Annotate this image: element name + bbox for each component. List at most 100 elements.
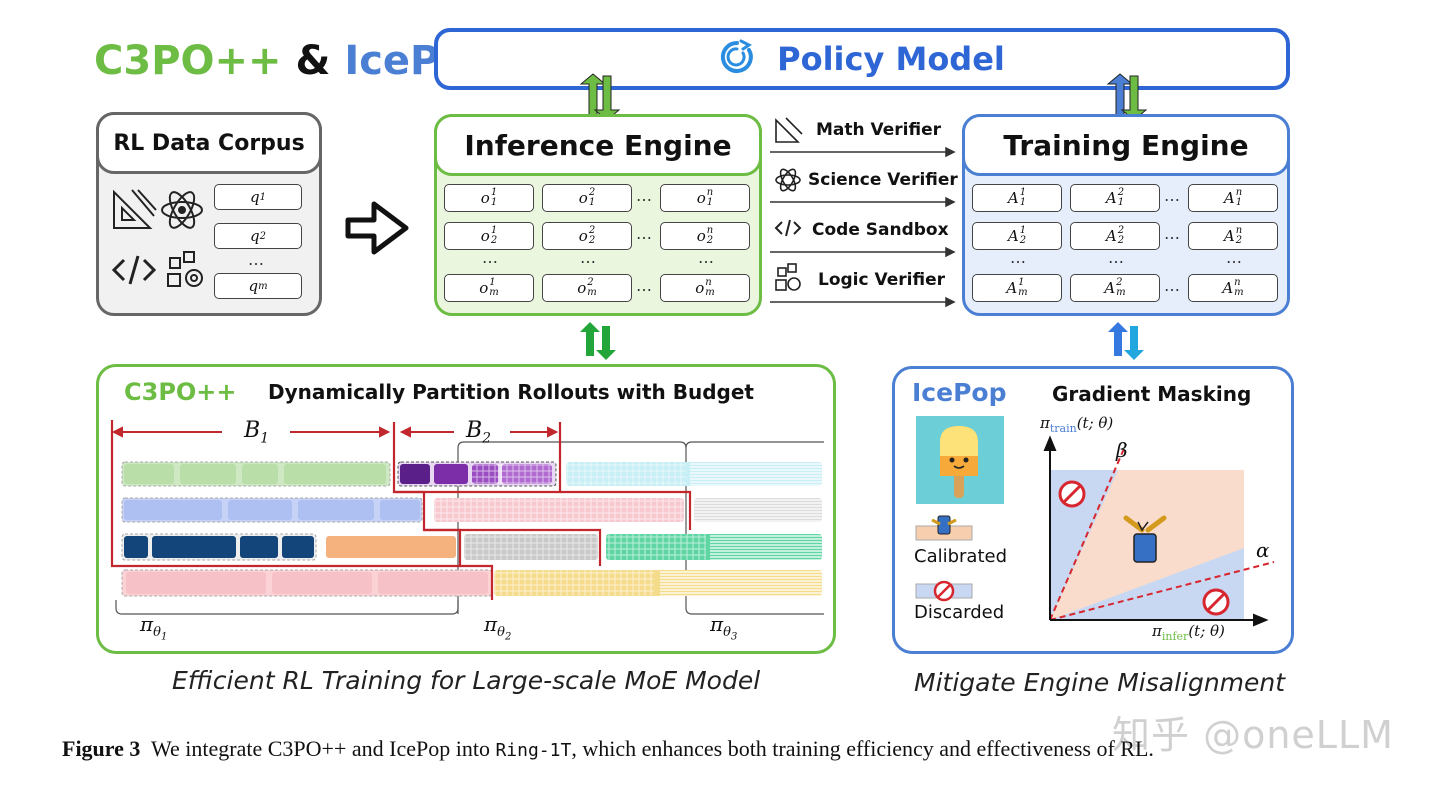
watermark: 知乎 @oneLLM [1112,713,1394,757]
inference-row-ellipsis: … [636,224,652,243]
atom-icon [161,191,203,229]
training-col-ellipsis: … [1010,248,1026,267]
icepop-caption: Mitigate Engine Misalignment [914,668,1286,697]
budget-b2-label: B2 [466,418,492,447]
title-amp: & [295,38,331,84]
verifier-math-icon [775,117,803,143]
verifier-math: Math Verifier [816,120,942,140]
discard-icon-bottom [1202,588,1230,616]
math-icon [113,189,157,229]
figure-caption: Figure 3 We integrate C3PO++ and IcePop … [62,736,1154,762]
training-row-ellipsis: … [1164,186,1180,205]
popsicle-icon [916,416,1004,504]
c3po-panel-title: Dynamically Partition Rollouts with Budg… [268,380,754,404]
policy-theta1-label: πθ1 [140,612,168,643]
corpus-dots: … [248,250,264,269]
training-row-ellipsis: … [1164,224,1180,243]
figure-caption-label: Figure 3 [62,736,141,761]
policy-theta2-label: πθ2 [484,612,512,643]
verifier-icons [774,117,803,291]
verifier-logic: Logic Verifier [818,270,945,290]
budget-b1-label: B1 [244,418,270,447]
calibrate-icon [1123,515,1167,563]
inference-col-ellipsis: … [482,248,498,267]
training-engine-title: Training Engine [1003,128,1249,162]
training-row-ellipsis: … [1164,276,1180,295]
verifier-arrows [770,146,956,308]
x-axis-label: πinfer(t; θ) [1152,622,1225,643]
policy-model-box: Policy Model [434,28,1290,90]
discarded-legend-icon [915,580,973,602]
figure-caption-code: Ring-1T [495,740,572,761]
figure-caption-text-b: , which enhances both training efficienc… [571,736,1154,761]
arrow-inference-c3po [580,322,616,360]
rollout-row-2 [121,497,822,523]
c3po-panel-tag: C3PO++ [124,378,237,406]
training-engine-header: Training Engine [962,114,1290,176]
corpus-icons [111,189,203,287]
beta-label: β [1116,438,1128,462]
training-col-ellipsis: … [1108,248,1124,267]
rollout-row-3 [121,533,822,561]
code-icon [111,255,157,285]
policy-model-label: Policy Model [777,40,1005,78]
calibrated-legend-icon [915,515,973,541]
inference-col-ellipsis: … [580,248,596,267]
icepop-panel-title: Gradient Masking [1052,382,1252,406]
discarded-label: Discarded [914,602,1005,623]
verifier-science: Science Verifier [808,170,958,190]
alpha-label: α [1256,538,1270,562]
rollout-row-4 [121,569,822,597]
policy-theta3-label: πθ3 [710,612,738,643]
policy-icon [719,39,755,79]
verifier-logic-icon [775,263,801,291]
gradient-masking-plot [1043,435,1275,627]
y-axis-label: πtrain(t; θ) [1040,414,1114,435]
inference-row-ellipsis: … [636,186,652,205]
figure-caption-text-a: We integrate C3PO++ and IcePop into [151,736,496,761]
c3po-caption: Efficient RL Training for Large-scale Mo… [172,666,761,695]
inference-col-ellipsis: … [698,248,714,267]
policy-version-brackets [115,441,824,615]
corpus-to-inference-arrow [345,201,409,255]
inference-engine-header: Inference Engine [434,114,762,176]
title-c3po: C3PO++ [94,38,282,84]
rl-data-corpus-header: RL Data Corpus [96,112,322,174]
icepop-panel-tag: IcePop [912,378,1007,407]
rollout-row-1 [121,461,822,487]
arrow-training-icepop [1108,322,1144,360]
rl-data-corpus-title: RL Data Corpus [113,130,305,156]
verifier-code-icon [774,219,802,237]
verifier-atom-icon [775,168,801,192]
inference-engine-title: Inference Engine [464,128,732,162]
verifier-code: Code Sandbox [812,220,949,240]
calibrated-label: Calibrated [914,546,1008,567]
budget-partition-lines [110,420,692,600]
inference-row-ellipsis: … [636,276,652,295]
budget-arrows [111,426,559,438]
discard-icon-top [1058,480,1086,508]
logic-icon [167,251,203,287]
